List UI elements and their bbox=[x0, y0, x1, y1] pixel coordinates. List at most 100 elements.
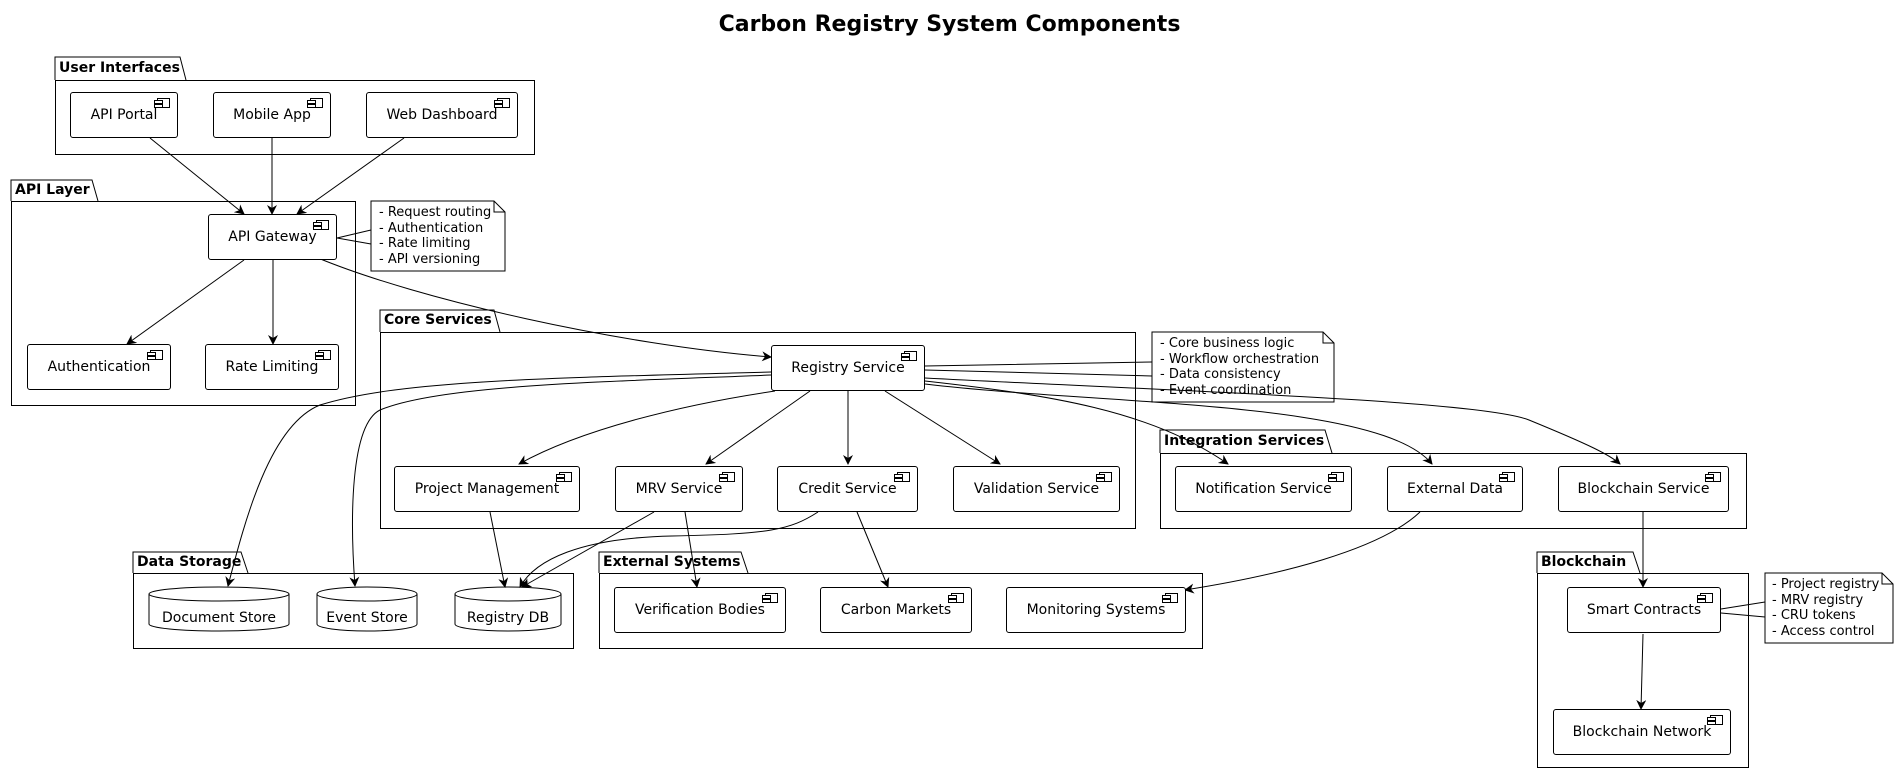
component-mrv-service: MRV Service bbox=[615, 466, 743, 512]
database-label-registry-db: Registry DB bbox=[466, 610, 550, 626]
diagram-title: Carbon Registry System Components bbox=[718, 12, 1181, 37]
arrow-gateway-to-registry bbox=[317, 257, 772, 362]
arrow-registry-to-validation bbox=[884, 390, 1001, 465]
arrow-registry-to-document-store bbox=[225, 371, 772, 587]
component-blockchain-service: Blockchain Service bbox=[1558, 466, 1729, 512]
note-line: - CRU tokens bbox=[1772, 608, 1856, 623]
note-line: - Data consistency bbox=[1160, 367, 1281, 382]
component-label: MRV Service bbox=[635, 481, 723, 497]
note-connector-api-gateway bbox=[336, 229, 372, 245]
component-api-gateway: API Gateway bbox=[208, 214, 337, 260]
component-label: API Portal bbox=[90, 107, 158, 123]
component-label: Verification Bodies bbox=[635, 602, 765, 618]
component-label: Blockchain Network bbox=[1572, 724, 1712, 740]
note-line: - Rate limiting bbox=[379, 236, 471, 251]
package-external-systems bbox=[599, 573, 1203, 649]
component-icon bbox=[313, 220, 329, 230]
note-line: - MRV registry bbox=[1772, 592, 1864, 608]
arrow-gateway-to-authentication bbox=[126, 259, 245, 345]
arrow-registry-to-mrv bbox=[705, 390, 811, 465]
component-mobile-app: Mobile App bbox=[213, 92, 331, 138]
arrow-registry-to-project-management bbox=[518, 390, 776, 465]
component-label: Authentication bbox=[47, 359, 151, 375]
component-icon bbox=[315, 350, 331, 360]
component-smart-contracts: Smart Contracts bbox=[1567, 587, 1721, 633]
component-label: Project Management bbox=[414, 481, 560, 497]
note-api-gateway: - Request routing - Authentication - Rat… bbox=[379, 205, 491, 267]
package-data-storage bbox=[133, 573, 574, 649]
arrow-external-data-to-monitoring bbox=[1184, 511, 1421, 594]
component-label: Validation Service bbox=[973, 481, 1100, 497]
arrow-registry-to-external-data bbox=[924, 383, 1433, 465]
component-external-data: External Data bbox=[1387, 466, 1523, 512]
package-label-data-storage: Data Storage bbox=[137, 554, 242, 570]
component-icon bbox=[901, 351, 917, 361]
note-shape-registry bbox=[1151, 331, 1335, 403]
arrow-credit-to-registry-db bbox=[519, 511, 819, 588]
pkg-tab-shape-integration-services bbox=[1159, 429, 1333, 454]
component-label: Carbon Markets bbox=[840, 602, 952, 618]
package-label-blockchain: Blockchain bbox=[1541, 554, 1627, 570]
component-icon bbox=[307, 98, 323, 108]
pkg-tab-shape-external-systems bbox=[598, 551, 749, 574]
component-label: API Gateway bbox=[228, 229, 317, 245]
component-blockchain-network: Blockchain Network bbox=[1553, 709, 1731, 755]
component-icon bbox=[762, 593, 778, 603]
pkg-tab-shape-data-storage bbox=[132, 551, 249, 574]
arrow-registry-to-event-store bbox=[349, 374, 772, 587]
component-label: Blockchain Service bbox=[1577, 481, 1710, 497]
note-line: - Authentication bbox=[379, 220, 484, 236]
component-icon bbox=[1707, 715, 1723, 725]
component-icon bbox=[719, 472, 735, 482]
note-registry: - Core business logic - Workflow orchest… bbox=[1160, 336, 1319, 398]
database-label-document-store: Document Store bbox=[162, 610, 276, 626]
pkg-tab-shape-api-layer bbox=[10, 179, 99, 202]
database-registry-db bbox=[454, 586, 562, 632]
pkg-tab-shape-blockchain bbox=[1536, 551, 1641, 574]
note-line: - Access control bbox=[1772, 623, 1875, 639]
package-label-api-layer: API Layer bbox=[15, 182, 90, 198]
component-icon bbox=[1096, 472, 1112, 482]
note-line: - Request routing bbox=[379, 205, 492, 220]
package-integration-services bbox=[1160, 453, 1747, 529]
component-icon bbox=[556, 472, 572, 482]
component-api-portal: API Portal bbox=[70, 92, 178, 138]
component-monitoring-systems: Monitoring Systems bbox=[1006, 587, 1186, 633]
package-core-services bbox=[380, 332, 1136, 529]
component-label: External Data bbox=[1407, 481, 1503, 497]
component-verification-bodies: Verification Bodies bbox=[614, 587, 786, 633]
component-project-management: Project Management bbox=[394, 466, 580, 512]
component-registry-service: Registry Service bbox=[771, 345, 925, 391]
component-icon bbox=[1499, 472, 1515, 482]
package-label-user-interfaces: User Interfaces bbox=[59, 60, 180, 76]
component-label: Notification Service bbox=[1195, 481, 1332, 497]
note-line: - API versioning bbox=[379, 251, 481, 267]
component-icon bbox=[894, 472, 910, 482]
component-icon bbox=[147, 350, 163, 360]
note-smart-contracts: - Project registry - MRV registry - CRU … bbox=[1772, 577, 1879, 639]
package-label-integration-services: Integration Services bbox=[1164, 433, 1325, 449]
component-icon bbox=[494, 98, 510, 108]
package-user-interfaces bbox=[55, 80, 535, 155]
note-shape-api-gateway bbox=[370, 200, 506, 272]
package-blockchain bbox=[1537, 573, 1749, 768]
component-label: Registry Service bbox=[791, 360, 905, 376]
note-line: - Project registry bbox=[1772, 577, 1880, 592]
note-shape-contracts bbox=[1764, 572, 1894, 644]
component-icon bbox=[1705, 472, 1721, 482]
component-icon bbox=[154, 98, 170, 108]
note-line: - Core business logic bbox=[1160, 336, 1295, 351]
component-label: Credit Service bbox=[798, 481, 897, 497]
component-label: Web Dashboard bbox=[386, 107, 498, 123]
component-authentication: Authentication bbox=[27, 344, 171, 390]
arrow-registry-to-blockchain-service bbox=[924, 377, 1621, 465]
component-icon bbox=[1697, 593, 1713, 603]
component-carbon-markets: Carbon Markets bbox=[820, 587, 972, 633]
component-label: Rate Limiting bbox=[225, 359, 319, 375]
note-line: - Event coordination bbox=[1160, 382, 1292, 398]
component-label: Smart Contracts bbox=[1586, 602, 1702, 618]
pkg-tab-shape-core-services bbox=[379, 309, 501, 333]
component-label: Mobile App bbox=[233, 107, 311, 123]
arrow-mrv-to-registry-db bbox=[521, 511, 655, 588]
